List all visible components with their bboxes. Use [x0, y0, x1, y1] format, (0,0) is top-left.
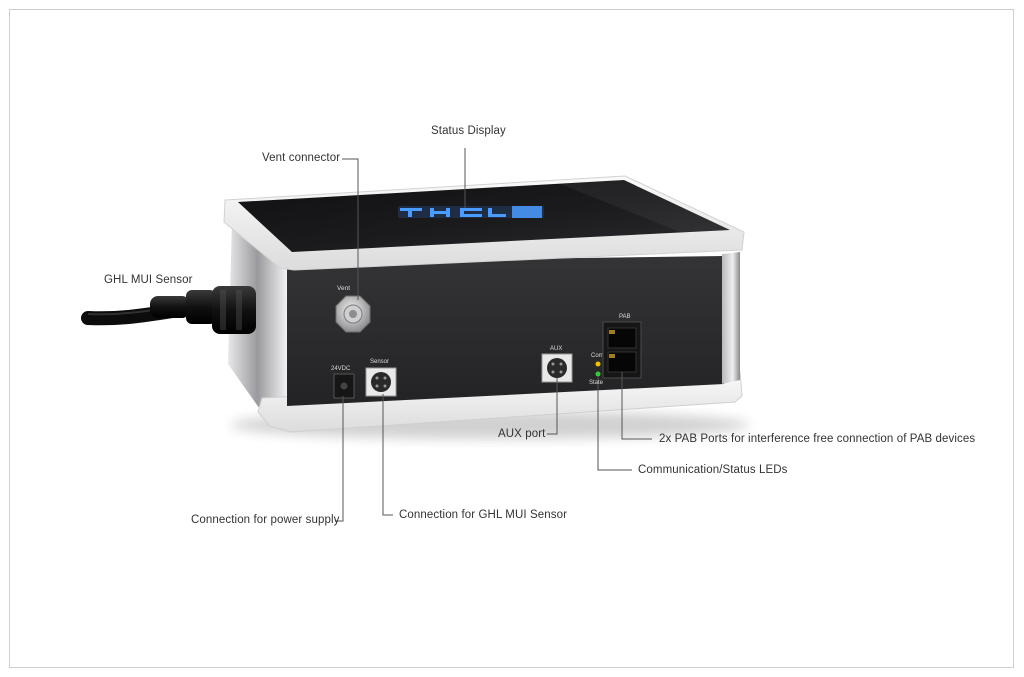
leader-sensor-connection [382, 394, 393, 516]
device-label-power: 24VDC [331, 366, 351, 372]
callout-power-supply: Connection for power supply [191, 514, 340, 526]
leader-lines [335, 148, 652, 522]
led-state [595, 371, 601, 377]
leader-status-leds [597, 376, 632, 471]
callout-ghl-mui-sensor: GHL MUI Sensor [104, 274, 193, 286]
top-glass-reflection [560, 180, 730, 232]
leader-aux-port [547, 378, 558, 435]
callout-status-display: Status Display [431, 125, 506, 137]
callout-status-leds: Communication/Status LEDs [638, 464, 788, 476]
device-label-pab: PAB [619, 314, 631, 320]
status-display-logo [398, 206, 544, 218]
sensor-cable [81, 286, 256, 334]
callout-aux-port: AUX port [498, 428, 546, 440]
aux-socket [541, 353, 573, 383]
callout-sensor-connection: Connection for GHL MUI Sensor [399, 509, 568, 521]
leader-pab-ports [621, 372, 652, 440]
led-com [595, 361, 601, 367]
callout-vent-connector: Vent connector [262, 152, 341, 164]
leader-vent-connector [342, 158, 359, 300]
pab-ports [602, 321, 642, 379]
vent-connector [335, 295, 371, 333]
device-label-state: State [589, 380, 604, 386]
box-right-side [722, 252, 740, 384]
box-left-side [228, 222, 287, 412]
device-label-sensor: Sensor [370, 359, 389, 365]
box-top-glass [238, 180, 730, 252]
callout-pab-ports: 2x PAB Ports for interference free conne… [659, 433, 976, 445]
device-label-aux: AUX [550, 346, 562, 352]
leader-power-supply [335, 396, 344, 522]
sensor-socket [365, 367, 397, 397]
device-label-com: Com [591, 353, 604, 359]
device-label-vent: Vent [337, 285, 350, 292]
